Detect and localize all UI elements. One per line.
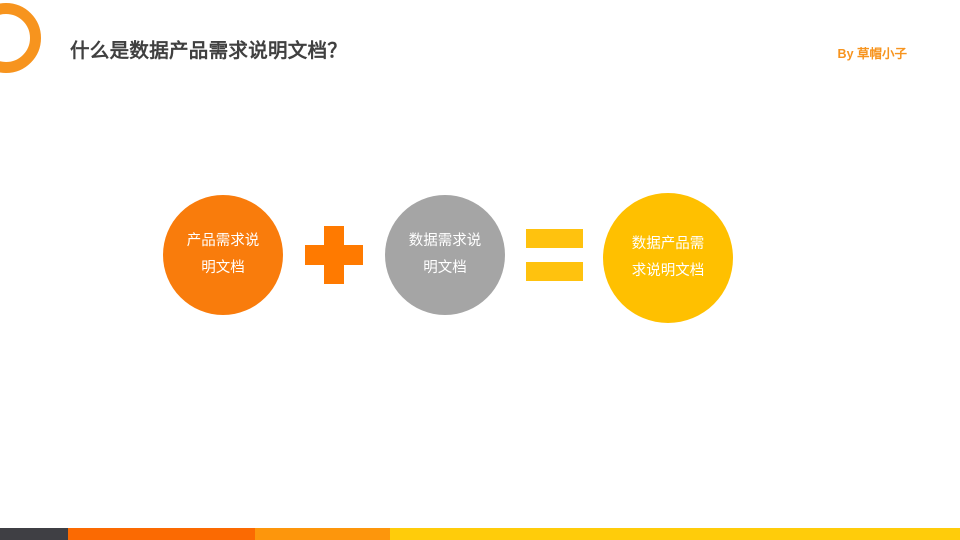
strip-segment-orange-red xyxy=(68,528,255,540)
strip-segment-dark xyxy=(0,528,68,540)
bubble-data-requirements: 数据需求说 明文档 xyxy=(385,195,505,315)
bubble-3-line-1: 数据产品需 xyxy=(631,236,705,253)
strip-segment-yellow xyxy=(390,528,960,540)
equation-diagram: 产品需求说 明文档 数据需求说 明文档 数据产品需 求说明文档 xyxy=(0,185,960,330)
strip-segment-orange xyxy=(255,528,390,540)
equals-bottom-bar xyxy=(526,262,583,281)
bubble-2-line-1: 数据需求说 xyxy=(408,233,482,250)
bubble-data-product-requirements: 数据产品需 求说明文档 xyxy=(603,193,733,323)
bottom-color-strip xyxy=(0,528,960,540)
bubble-1-line-1: 产品需求说 xyxy=(186,233,260,250)
page-title: 什么是数据产品需求说明文档？ xyxy=(70,40,348,62)
author-byline: By 草帽小子 xyxy=(837,47,907,61)
equals-icon xyxy=(526,229,583,281)
plus-vertical-bar xyxy=(324,226,344,284)
bubble-product-requirements: 产品需求说 明文档 xyxy=(163,195,283,315)
equals-top-bar xyxy=(526,229,583,248)
plus-icon xyxy=(305,226,363,284)
bubble-3-line-2: 求说明文档 xyxy=(631,263,705,279)
ring-decoration-icon xyxy=(0,3,41,73)
bubble-1-line-2: 明文档 xyxy=(201,260,245,276)
bubble-2-line-2: 明文档 xyxy=(423,260,467,276)
